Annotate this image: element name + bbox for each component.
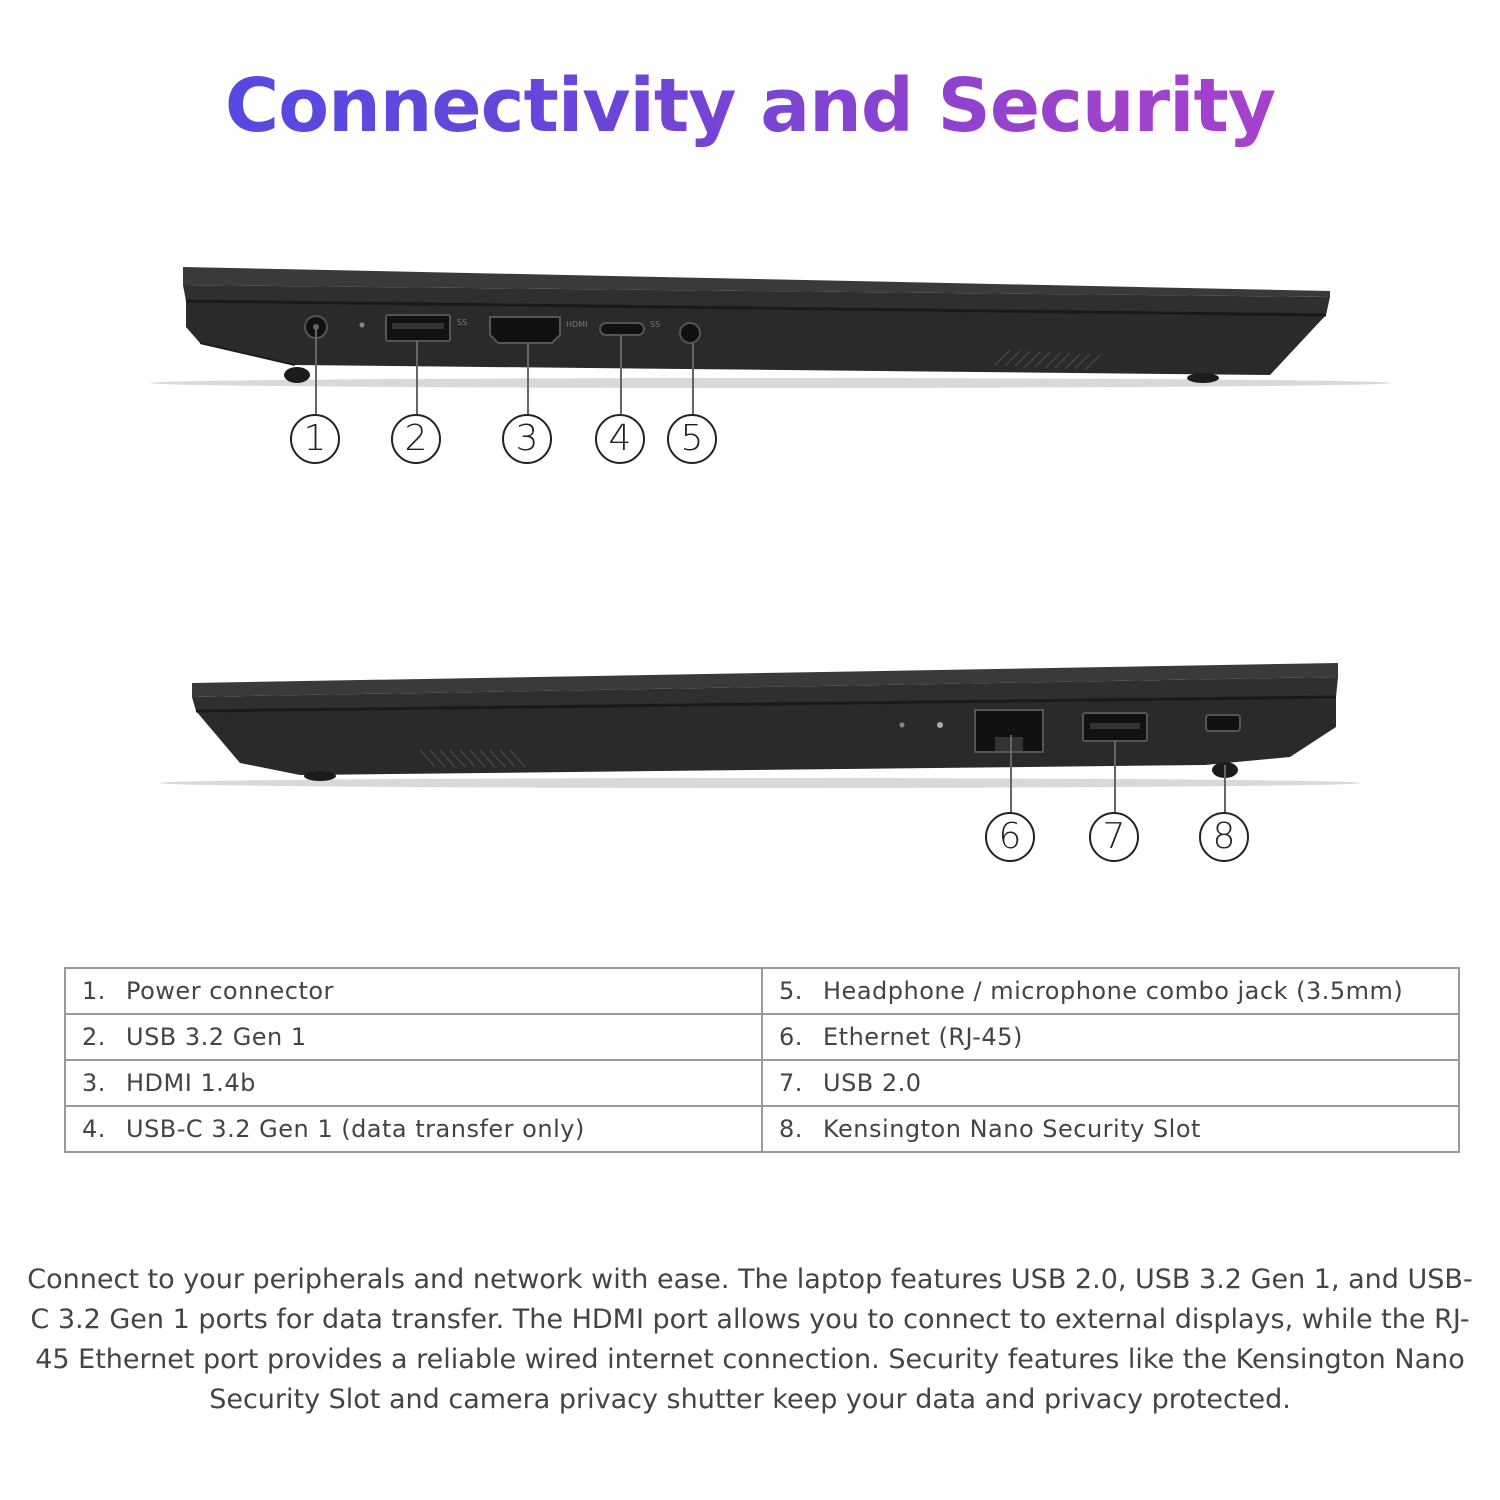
callout-5: 5 <box>667 414 717 464</box>
port-number: 6. <box>779 1023 803 1051</box>
callout-8: 8 <box>1199 812 1249 862</box>
port-label: Power connector <box>126 977 334 1005</box>
port-label: USB 2.0 <box>823 1069 922 1097</box>
laptop-right-side-illustration <box>160 663 1360 788</box>
callout-3: 3 <box>502 414 552 464</box>
callout-4: 4 <box>595 414 645 464</box>
callout-leader-6 <box>1010 735 1012 812</box>
port-number: 7. <box>779 1069 803 1097</box>
port-label: USB 3.2 Gen 1 <box>126 1023 307 1051</box>
port-cell: 6. Ethernet (RJ-45) <box>761 1013 1460 1061</box>
laptop-left-side-image: SS HDMI SS <box>0 245 1500 485</box>
callout-leader-4 <box>620 335 622 414</box>
port-label: HDMI 1.4b <box>126 1069 256 1097</box>
port-label: Kensington Nano Security Slot <box>823 1115 1201 1143</box>
port-number: 2. <box>82 1023 106 1051</box>
port-cell: 4. USB-C 3.2 Gen 1 (data transfer only) <box>64 1105 763 1153</box>
port-number: 8. <box>779 1115 803 1143</box>
ports-table: 1. Power connector 5. Headphone / micropho… <box>64 967 1460 1153</box>
port-cell: 5. Headphone / microphone combo jack (3.5… <box>761 967 1460 1015</box>
callout-7: 7 <box>1089 812 1139 862</box>
table-row: 4. USB-C 3.2 Gen 1 (data transfer only) 8… <box>64 1105 1460 1153</box>
table-row: 3. HDMI 1.4b 7. USB 2.0 <box>64 1059 1460 1107</box>
callout-2: 2 <box>391 414 441 464</box>
hdmi-port-label: HDMI <box>566 320 587 329</box>
table-row: 1. Power connector 5. Headphone / micropho… <box>64 967 1460 1015</box>
kensington-slot <box>1205 714 1241 732</box>
callout-leader-1 <box>315 327 317 414</box>
hdmi-port <box>489 316 561 344</box>
port-label: USB-C 3.2 Gen 1 (data transfer only) <box>126 1115 585 1143</box>
callout-leader-2 <box>416 341 418 414</box>
callout-leader-5 <box>692 343 694 414</box>
table-row: 2. USB 3.2 Gen 1 6. Ethernet (RJ-45) <box>64 1013 1460 1061</box>
port-number: 5. <box>779 977 803 1005</box>
callout-1: 1 <box>290 414 340 464</box>
port-cell: 3. HDMI 1.4b <box>64 1059 763 1107</box>
laptop-left-side-illustration: SS HDMI SS <box>150 267 1390 388</box>
callout-leader-7 <box>1114 741 1116 812</box>
usb-c-port-label: SS <box>650 320 660 329</box>
port-cell: 2. USB 3.2 Gen 1 <box>64 1013 763 1061</box>
port-cell: 1. Power connector <box>64 967 763 1015</box>
audio-jack-port <box>679 322 701 344</box>
description-paragraph: Connect to your peripherals and network … <box>27 1264 1473 1415</box>
usb-port-label: SS <box>457 318 467 327</box>
port-number: 4. <box>82 1115 106 1143</box>
laptop-right-side-image <box>0 645 1500 885</box>
callout-6: 6 <box>985 812 1035 862</box>
port-number: 1. <box>82 977 106 1005</box>
port-cell: 7. USB 2.0 <box>761 1059 1460 1107</box>
page-title: Connectivity and Security <box>0 62 1500 151</box>
usb-c-port <box>599 322 645 336</box>
port-cell: 8. Kensington Nano Security Slot <box>761 1105 1460 1153</box>
callout-leader-8 <box>1224 765 1226 812</box>
port-label: Ethernet (RJ-45) <box>823 1023 1023 1051</box>
port-label: Headphone / microphone combo jack (3.5mm… <box>823 977 1404 1005</box>
port-number: 3. <box>82 1069 106 1097</box>
callout-leader-3 <box>527 343 529 414</box>
